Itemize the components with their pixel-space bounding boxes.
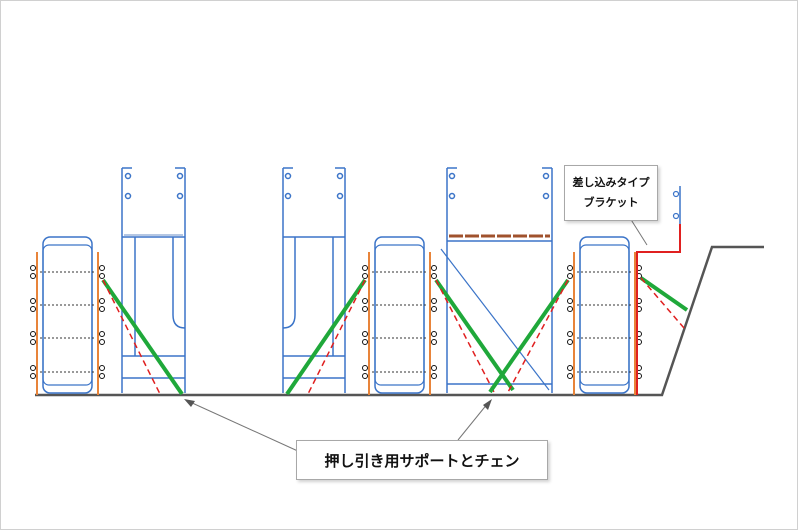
tie-bolt-group-1	[30, 265, 105, 379]
column-section-3	[567, 236, 642, 395]
insert-bracket	[636, 224, 681, 395]
chain-4	[506, 279, 569, 395]
push-pull-support-3	[434, 278, 515, 392]
leader-line-support-right	[457, 402, 489, 441]
support-chain-callout: 押し引き用サポートとチェン	[296, 440, 548, 480]
scaffold-frame-2	[282, 167, 346, 393]
column-section-2	[362, 236, 437, 395]
tie-bolt-group-3	[567, 265, 642, 379]
scaffold-frame-3	[440, 167, 553, 393]
column-formwork-2	[374, 236, 425, 394]
push-pull-support-2	[285, 278, 367, 396]
support-chain-label: 押し引き用サポートとチェン	[324, 452, 520, 470]
bracket-callout: 差し込みタイプ ブラケット	[564, 165, 658, 221]
scaffold-frame-1	[121, 167, 186, 393]
push-pull-support-1	[101, 278, 184, 396]
bracket-label-line-1: 差し込みタイプ	[572, 176, 650, 189]
chain-2	[306, 279, 366, 397]
push-pull-support-4	[488, 278, 570, 394]
leader-line-bracket	[629, 217, 648, 246]
bracket-label-line-2: ブラケット	[583, 196, 639, 209]
chain-3	[435, 279, 496, 395]
arrow-head-left	[184, 399, 195, 407]
ground-line	[35, 245, 764, 397]
chain-5	[640, 277, 685, 329]
arrow-head-right	[483, 399, 492, 410]
leader-line-support-left	[189, 401, 301, 453]
tie-bolt-group-2	[362, 265, 437, 379]
push-pull-support-5	[639, 276, 689, 312]
column-formwork-1	[42, 236, 93, 394]
column-formwork-3	[579, 236, 630, 394]
column-section-1	[30, 236, 105, 395]
chain-1	[102, 279, 162, 397]
